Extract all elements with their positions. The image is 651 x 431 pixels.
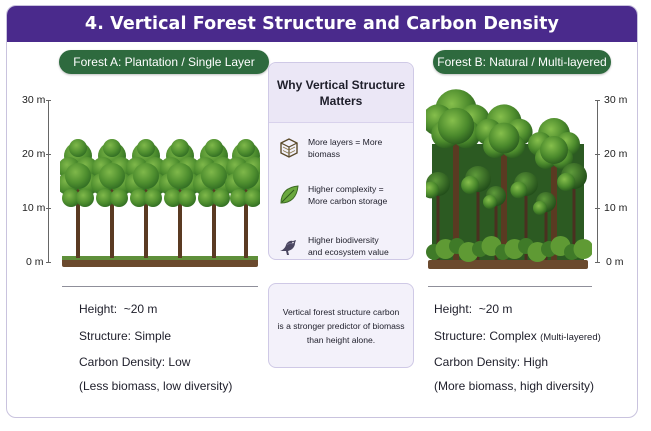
why-structure-title: Why Vertical Structure Matters [269, 63, 413, 123]
midstory-tree [483, 186, 506, 260]
axis-tick-label: 30 m [604, 94, 628, 106]
stat-value: Low [168, 355, 191, 369]
soil-strip [428, 260, 588, 269]
axis-line [48, 100, 49, 263]
axis-tick-label: 0 m [26, 256, 44, 268]
stat-value: ~20 m [123, 302, 158, 316]
axis-tick-label: 10 m [604, 202, 628, 214]
stat-structure: Structure: Simple [79, 329, 171, 343]
stat-value: Complex [489, 329, 537, 343]
axis-tick-label: 30 m [22, 94, 46, 106]
axis-tick-label: 10 m [22, 202, 46, 214]
axis-tick [46, 154, 51, 155]
stat-height: Height: ~20 m [434, 302, 512, 316]
conclusion-line: Vertical forest structure carbon [282, 306, 400, 317]
stat-label: Structure: [79, 329, 132, 343]
midstory-tree [533, 192, 556, 260]
midstory-tree [557, 163, 587, 260]
divider-line [428, 286, 592, 287]
midstory-tree [461, 166, 491, 260]
stat-note-inline: (Multi-layered) [540, 332, 601, 343]
stat-value: Simple [134, 329, 172, 343]
axis-tick-label: 20 m [22, 148, 46, 160]
axis-tick-label: 20 m [604, 148, 628, 160]
feature-text-line: More carbon storage [308, 196, 388, 206]
stat-structure: Structure: Complex (Multi-layered) [434, 329, 601, 343]
plantation-tree [60, 139, 99, 258]
axis-tick [46, 208, 51, 209]
feature-text: Higher complexity = More carbon storage [308, 183, 387, 207]
forest-a-label: Forest A: Plantation / Single Layer [59, 50, 269, 74]
stat-value: High [523, 355, 549, 369]
conclusion-line: than height alone. [306, 334, 376, 345]
feature-text: Higher biodiversity and ecosystem value [308, 234, 389, 258]
divider-line [62, 286, 258, 287]
conclusion-box: Vertical forest structure carbon is a st… [268, 283, 414, 368]
feature-text-line: Higher biodiversity [308, 235, 379, 245]
leaf-icon [280, 185, 299, 204]
axis-tick [595, 262, 600, 263]
plantation-tree [159, 139, 201, 258]
axis-tick [595, 208, 600, 209]
stat-height: Height: ~20 m [79, 302, 157, 316]
feature-text: More layers = More biomass [308, 136, 413, 160]
plantation-forest-illustration [60, 139, 260, 267]
feature-text-line: More layers = More biomass [308, 137, 383, 159]
feature-item-complexity: Higher complexity = More carbon storage [277, 183, 413, 207]
stat-label: Height: [434, 302, 473, 316]
axis-tick [46, 100, 51, 101]
stat-label: Structure: [434, 329, 487, 343]
title-line: Why Vertical Structure [276, 77, 406, 92]
forest-b-label: Forest B: Natural / Multi-layered [433, 50, 611, 74]
stat-label: Height: [79, 302, 118, 316]
stat-value: ~20 m [478, 302, 513, 316]
axis-tick-label: 0 m [606, 256, 624, 268]
plantation-tree [91, 139, 133, 258]
feature-text-line: Higher complexity = [308, 184, 384, 194]
canopy-tree [426, 89, 490, 260]
axis-tick [595, 154, 600, 155]
feature-item-layers: More layers = More biomass [277, 136, 413, 160]
midstory-tree [510, 172, 538, 260]
axis-tick [595, 100, 600, 101]
stat-carbon: Carbon Density: High [434, 355, 548, 369]
bird-icon [280, 240, 296, 255]
natural-forest-illustration [426, 89, 592, 269]
layers-cube-icon [280, 138, 298, 158]
stat-carbon: Carbon Density: Low [79, 355, 190, 369]
soil-strip [62, 258, 258, 267]
why-structure-panel: Why Vertical Structure Matters More laye… [268, 62, 414, 260]
stat-note: (Less biomass, low diversity) [79, 379, 233, 393]
plantation-tree [225, 139, 260, 258]
page-title: 4. Vertical Forest Structure and Carbon … [7, 6, 637, 42]
plantation-tree [193, 139, 235, 258]
feature-item-biodiversity: Higher biodiversity and ecosystem value [277, 234, 413, 258]
feature-text-line: and ecosystem value [308, 247, 389, 257]
conclusion-line: is a stronger predictor of biomass [277, 320, 405, 331]
midstory-tree [426, 172, 450, 260]
stat-label: Carbon Density: [79, 355, 166, 369]
axis-tick [46, 262, 51, 263]
title-line: Matters [319, 93, 363, 108]
stat-note: (More biomass, high diversity) [434, 379, 595, 393]
stat-label: Carbon Density: [434, 355, 521, 369]
grass-strip [62, 256, 258, 260]
axis-line [597, 100, 598, 263]
plantation-tree [125, 139, 167, 258]
understory-shrub [573, 239, 592, 259]
